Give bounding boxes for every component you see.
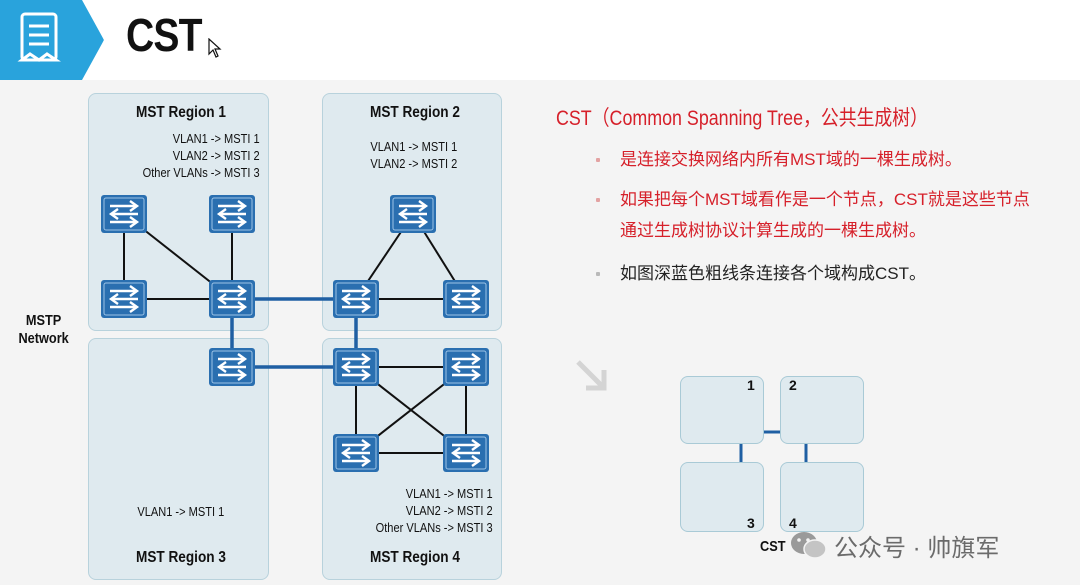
switch-icon	[331, 432, 381, 474]
cursor-icon	[208, 38, 222, 58]
switch-icon	[441, 432, 491, 474]
cst-node-label: 1	[747, 377, 755, 393]
bullet-dot	[596, 158, 600, 162]
cst-node-label: 3	[747, 515, 755, 531]
header-bar: CST	[0, 0, 1080, 80]
topology-diagram	[99, 193, 491, 474]
region-mapping: VLAN1 -> MSTI 1 VLAN2 -> MSTI 2 Other VL…	[376, 485, 493, 536]
watermark-text: 公众号 · 帅旗军	[834, 535, 1000, 562]
switch-icon	[441, 278, 491, 320]
bullet-dot	[596, 272, 600, 276]
switch-icon	[207, 346, 257, 388]
switch-icon	[207, 278, 257, 320]
mapping-line: VLAN2 -> MSTI 2	[173, 148, 260, 163]
watermark: 公众号 · 帅旗军	[790, 524, 1070, 568]
region-mapping: VLAN1 -> MSTI 1	[137, 503, 224, 520]
explanation-title: CST（Common Spanning Tree，公共生成树）	[556, 107, 928, 130]
switch-icon	[99, 278, 149, 320]
region-title: MST Region 3	[136, 549, 226, 566]
cst-node-2: 2	[780, 376, 864, 444]
page-title: CST	[126, 9, 202, 61]
document-icon	[0, 0, 110, 80]
bullet-dot	[596, 198, 600, 202]
region-mapping: VLAN1 -> MSTI 1 VLAN2 -> MSTI 2	[370, 138, 457, 172]
mapping-line: VLAN1 -> MSTI 1	[173, 131, 260, 146]
cst-node-3: 3	[680, 462, 764, 532]
switch-icon	[331, 278, 381, 320]
arrow-icon	[576, 360, 607, 391]
switch-icon	[99, 193, 149, 235]
region-title: MST Region 4	[370, 549, 460, 566]
region-mapping: VLAN1 -> MSTI 1 VLAN2 -> MSTI 2 Other VL…	[143, 130, 260, 181]
switch-icon	[331, 346, 381, 388]
mapping-line: Other VLANs -> MSTI 3	[376, 520, 493, 535]
mapping-line: VLAN2 -> MSTI 2	[370, 156, 457, 171]
wechat-icon	[791, 532, 827, 559]
switch-icon	[441, 346, 491, 388]
mapping-line: VLAN1 -> MSTI 1	[370, 139, 457, 154]
bullet-text: 是连接交换网络内所有MST域的一棵生成树。	[620, 150, 962, 169]
network-label: MSTP Network	[18, 312, 68, 348]
region-title: MST Region 2	[370, 104, 460, 121]
mapping-line: Other VLANs -> MSTI 3	[143, 165, 260, 180]
cst-node-4: 4	[780, 462, 864, 532]
cst-node-label: 2	[789, 377, 797, 393]
switch-icon	[388, 193, 438, 235]
cst-node-label: 4	[789, 515, 797, 531]
cst-node-1: 1	[680, 376, 764, 444]
network-label-text: MSTP Network	[18, 312, 69, 347]
cst-label: CST	[760, 538, 786, 555]
region-title: MST Region 1	[136, 104, 226, 121]
mapping-line: VLAN2 -> MSTI 2	[406, 503, 493, 518]
bullet-text: 如果把每个MST域看作是一个节点，CST就是这些节点	[620, 190, 1030, 209]
switch-icon	[207, 193, 257, 235]
bullet-text: 如图深蓝色粗线条连接各个域构成CST。	[620, 264, 926, 283]
bullet-text: 通过生成树协议计算生成的一棵生成树。	[620, 221, 926, 240]
mapping-line: VLAN1 -> MSTI 1	[406, 486, 493, 501]
mapping-line: VLAN1 -> MSTI 1	[137, 504, 224, 519]
